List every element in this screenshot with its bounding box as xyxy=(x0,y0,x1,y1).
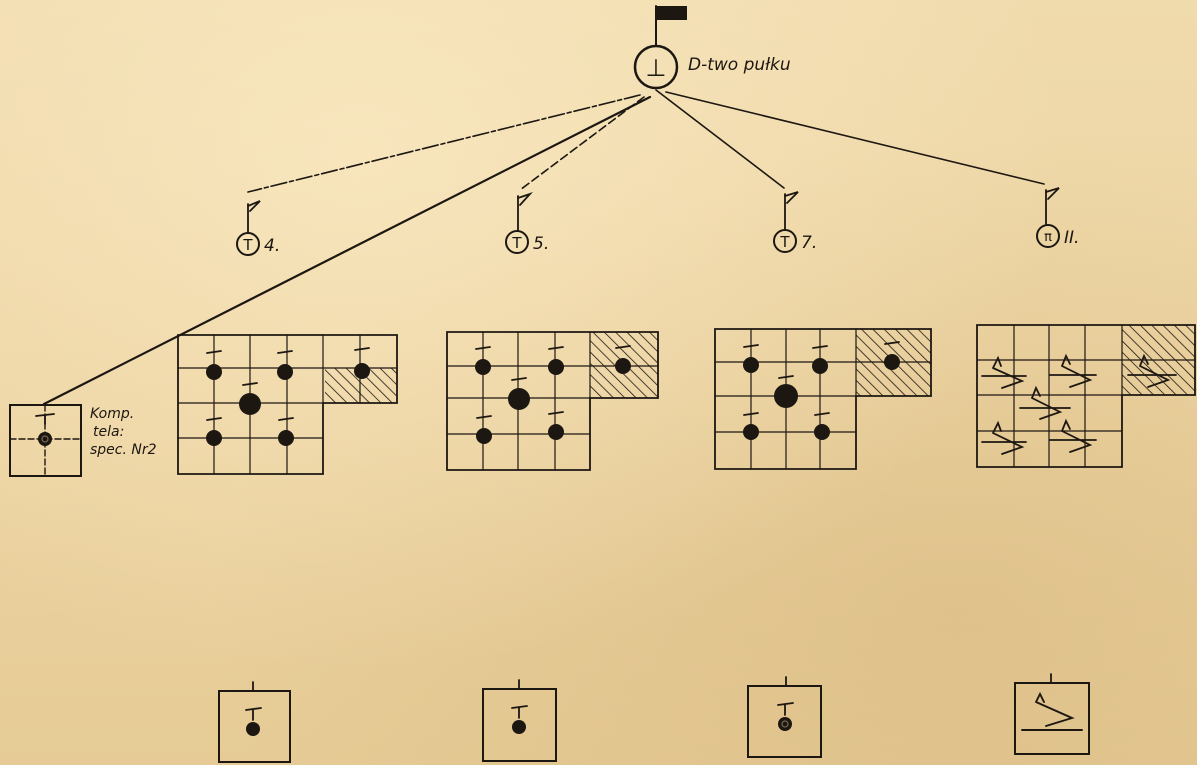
grid-5-markers xyxy=(475,358,631,444)
unit-7-symbol: T xyxy=(779,233,790,251)
unit-4-circle xyxy=(236,232,260,256)
line-to-unit-4 xyxy=(247,94,641,193)
legend-3-dot-ring xyxy=(781,720,789,728)
grid-unit-ii xyxy=(976,324,1196,468)
grid-4-dot-large xyxy=(239,393,261,415)
grid-5-dot xyxy=(548,424,564,440)
grid-unit-7 xyxy=(714,328,932,470)
unit-4-label: 4. xyxy=(264,236,280,256)
grid-5-dot-large xyxy=(508,388,530,410)
legend-2-mark xyxy=(511,705,528,719)
unit-4-flag xyxy=(247,200,261,212)
unit-marker-4: T 4. xyxy=(236,200,280,256)
legend-2-dot xyxy=(512,720,526,734)
grid-4-dot xyxy=(206,364,222,380)
special-company-mark xyxy=(35,413,55,425)
grid-4-dot xyxy=(206,430,222,446)
grid-5-dot xyxy=(548,359,564,375)
special-company-dot xyxy=(38,432,52,446)
unit-marker-5: T 5. xyxy=(505,192,549,254)
grid-4-dot xyxy=(354,363,370,379)
grid-7-dot xyxy=(814,424,830,440)
unit-5-label: 5. xyxy=(533,234,549,254)
line-to-special-company xyxy=(42,95,652,406)
grid-7-dot xyxy=(812,358,828,374)
legend-1-dot xyxy=(246,722,260,736)
grid-ii-signal xyxy=(1127,353,1177,388)
unit-ii-flag xyxy=(1045,187,1060,200)
unit-5-circle xyxy=(505,230,529,254)
unit-ii-label: II. xyxy=(1064,228,1079,248)
grid-ii-lines xyxy=(976,324,1196,468)
grid-5-dot xyxy=(476,428,492,444)
unit-5-flag xyxy=(517,192,533,206)
legend-1-frame xyxy=(218,690,291,763)
grid-4-dot xyxy=(278,430,294,446)
special-company-line2: tela: xyxy=(93,424,124,440)
grid-ii-signal xyxy=(981,355,1027,389)
grid-4-dot xyxy=(277,364,293,380)
grid-7-dot xyxy=(743,357,759,373)
special-company: Komp. tela: spec. Nr2 xyxy=(9,404,157,477)
grid-ii-signal-marks xyxy=(981,353,1177,455)
grid-7-dot xyxy=(884,354,900,370)
unit-4-symbol: T xyxy=(242,236,253,254)
grid-4-ticks xyxy=(206,347,370,421)
legend-3-dot xyxy=(778,717,792,731)
grid-ii-signal xyxy=(981,420,1027,455)
command-label: D-two pułku xyxy=(688,55,791,75)
unit-5-symbol: T xyxy=(511,234,522,252)
grid-4-lines xyxy=(177,334,398,475)
grid-5-ticks xyxy=(475,345,631,419)
grid-7-dot-large xyxy=(774,384,798,408)
grid-7-dot xyxy=(743,424,759,440)
legend-3-frame xyxy=(747,685,822,758)
line-to-unit-ii xyxy=(665,91,1045,185)
regiment-command: ⊥ D-two pułku xyxy=(633,5,791,90)
special-company-line3: spec. Nr2 xyxy=(90,442,157,458)
legend-2-frame xyxy=(482,688,557,762)
grid-5-dot xyxy=(615,358,631,374)
unit-marker-ii: π II. xyxy=(1036,187,1079,248)
legend-box-3 xyxy=(747,676,822,758)
grid-ii-signal xyxy=(1019,385,1071,420)
line-to-unit-5 xyxy=(519,96,645,191)
unit-7-label: 7. xyxy=(801,233,817,253)
grid-ii-signal xyxy=(1049,418,1097,453)
unit-ii-symbol: π xyxy=(1044,230,1052,245)
special-company-line1: Komp. xyxy=(90,406,134,422)
unit-7-flag xyxy=(784,191,799,204)
legend-box-2 xyxy=(482,679,557,762)
command-symbol: ⊥ xyxy=(646,54,667,82)
legend-4-frame xyxy=(1014,682,1090,755)
grid-4-markers xyxy=(206,363,370,446)
unit-7-circle xyxy=(773,229,797,253)
grid-ii-signal xyxy=(1049,353,1097,388)
unit-ii-circle xyxy=(1036,224,1060,248)
grid-7-ticks xyxy=(743,341,900,416)
legend-box-1 xyxy=(218,681,291,763)
legend-1-mark xyxy=(245,707,262,721)
legend-box-4 xyxy=(1014,673,1090,755)
command-flag xyxy=(655,6,687,20)
command-circle xyxy=(633,44,679,90)
unit-marker-7: T 7. xyxy=(773,191,817,253)
grid-7-markers xyxy=(743,354,900,440)
grid-5-dot xyxy=(475,359,491,375)
line-to-unit-7 xyxy=(655,89,785,189)
legend-3-mark xyxy=(777,702,794,716)
grid-unit-4 xyxy=(177,334,398,475)
grid-unit-5 xyxy=(446,331,659,471)
command-lines xyxy=(42,89,1045,406)
special-company-dot-ring xyxy=(41,435,49,443)
legend-4-signal xyxy=(1021,691,1083,731)
